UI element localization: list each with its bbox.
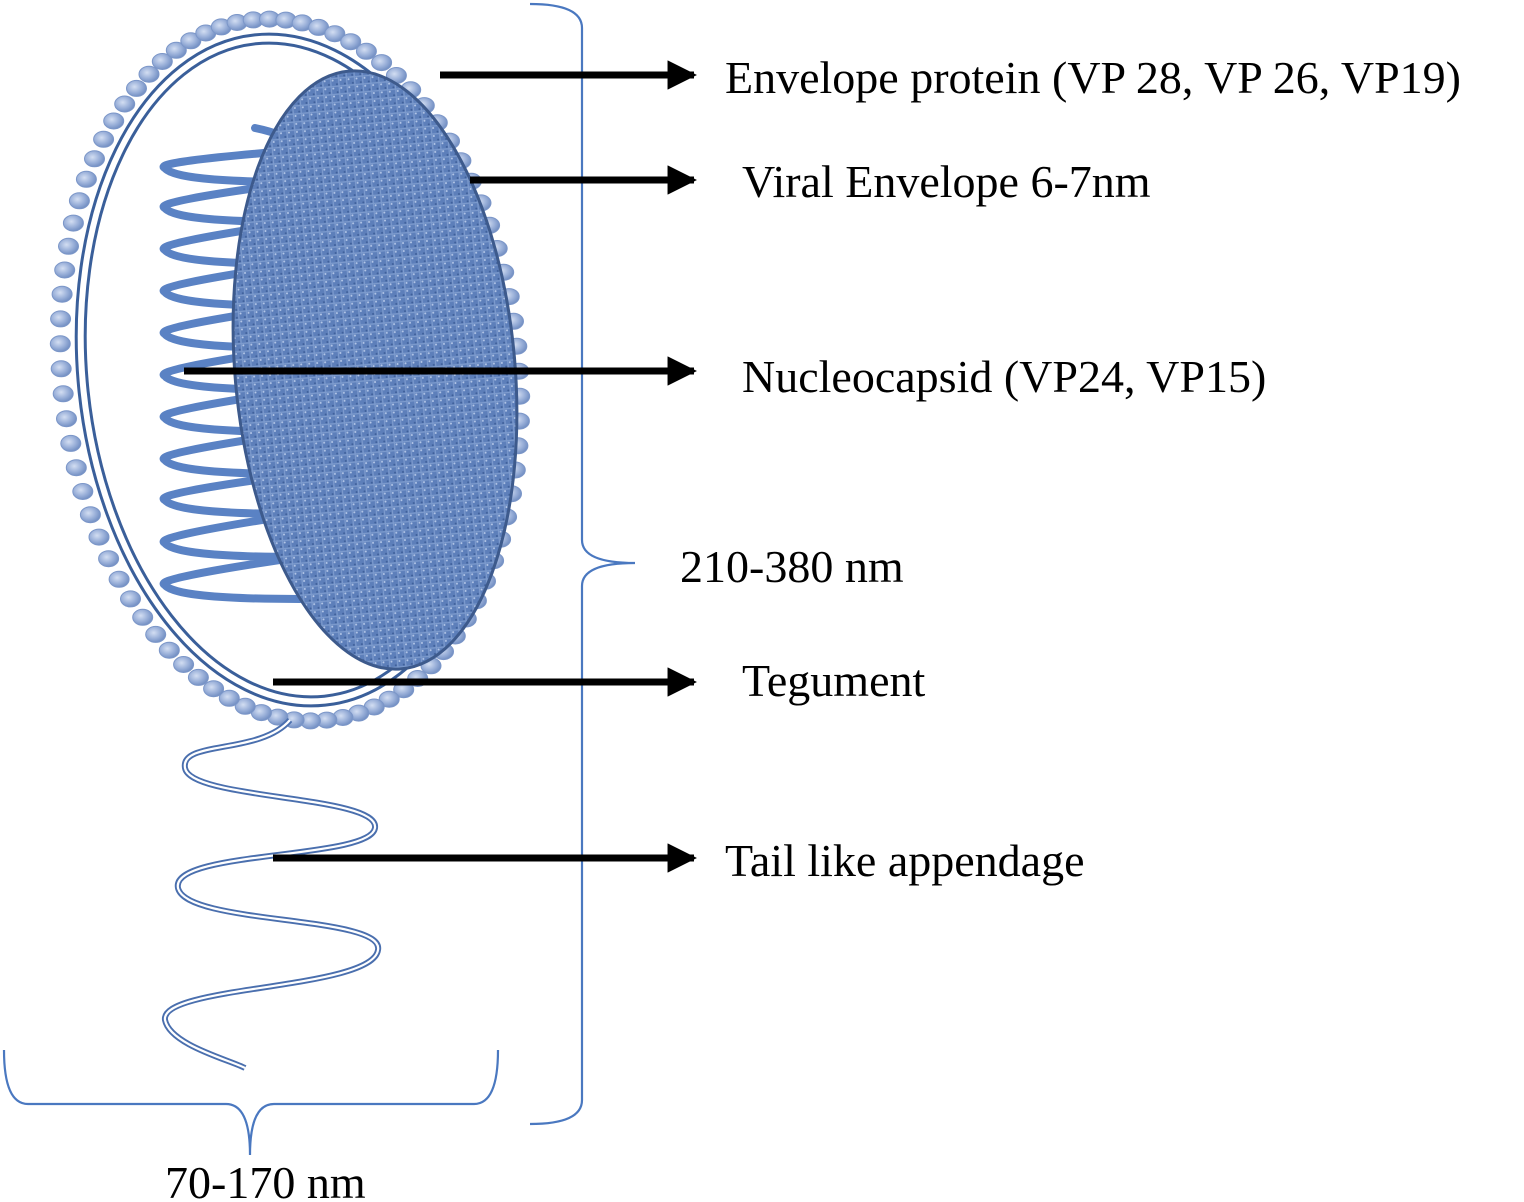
envelope-protein-bead [85,151,105,167]
envelope-protein-bead [133,609,153,625]
envelope-protein-bead [139,66,159,82]
envelope-protein-bead [50,336,70,352]
envelope-protein-bead [76,171,96,187]
label-width-dimension: 70-170 nm [165,1157,366,1202]
envelope-protein-bead [53,386,73,402]
envelope-protein-bead [55,262,75,278]
envelope-protein-bead [51,311,71,327]
envelope-protein-bead [89,529,109,545]
envelope-protein-bead [69,193,89,209]
label-length-dimension: 210-380 nm [680,541,904,592]
envelope-protein-bead [104,113,124,129]
envelope-protein-bead [127,80,147,96]
envelope-protein-bead [204,681,224,697]
label-tegument: Tegument [742,655,926,706]
envelope-protein-bead [146,626,166,642]
envelope-protein-bead [57,411,77,427]
envelope-protein-bead [59,238,79,254]
envelope-protein-bead [115,96,135,112]
label-nucleocapsid: Nucleocapsid (VP24, VP15) [742,351,1266,402]
envelope-protein-bead [51,361,71,377]
width-brace [4,1050,498,1155]
envelope-protein-bead [372,55,392,71]
envelope-protein-bead [174,657,194,673]
envelope-protein-bead [52,286,72,302]
label-tail: Tail like appendage [725,835,1085,886]
tail-appendage [165,720,378,1068]
envelope-protein-bead [73,484,93,500]
envelope-protein-bead [94,131,114,147]
envelope-protein-bead [66,460,86,476]
label-viral-envelope: Viral Envelope 6-7nm [742,156,1151,207]
envelope-protein-bead [61,435,81,451]
envelope-protein-bead [188,669,208,685]
length-brace [530,4,635,1124]
envelope-protein-bead [63,215,83,231]
tail-appendage-inner [165,720,378,1068]
envelope-protein-bead [356,43,376,59]
envelope-protein-bead [159,642,179,658]
envelope-protein-bead [121,591,141,607]
label-envelope-protein: Envelope protein (VP 28, VP 26, VP19) [725,52,1461,103]
envelope-protein-bead [99,551,119,567]
envelope-protein-bead [109,571,129,587]
envelope-protein-bead [80,507,100,523]
